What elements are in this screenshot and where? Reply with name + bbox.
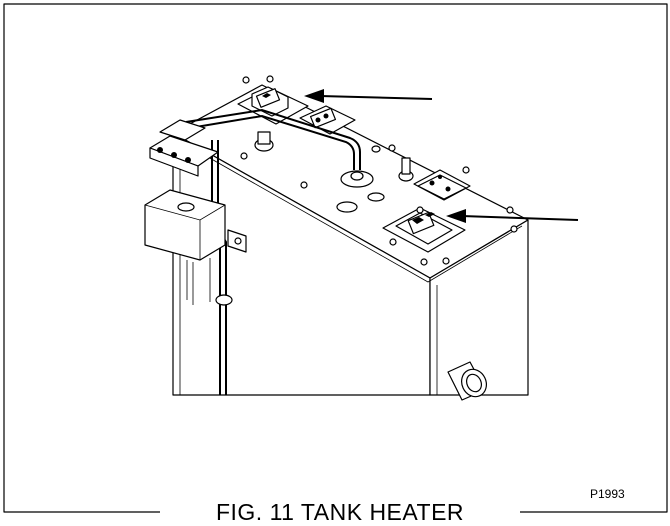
terminal-block <box>149 119 219 177</box>
callout-arrow-lower <box>446 209 579 223</box>
bolts <box>240 75 518 266</box>
upper-heater-element <box>237 86 356 135</box>
drain-fitting <box>447 361 487 401</box>
part-number: P1993 <box>590 487 625 501</box>
figure-frame <box>3 3 668 513</box>
control-box <box>144 189 247 306</box>
lower-heater-element <box>382 207 466 253</box>
figure-caption: FIG. 11 TANK HEATER <box>160 498 520 526</box>
thermostat <box>413 169 471 201</box>
callout-arrow-upper <box>304 89 433 103</box>
top-fittings <box>254 131 414 213</box>
